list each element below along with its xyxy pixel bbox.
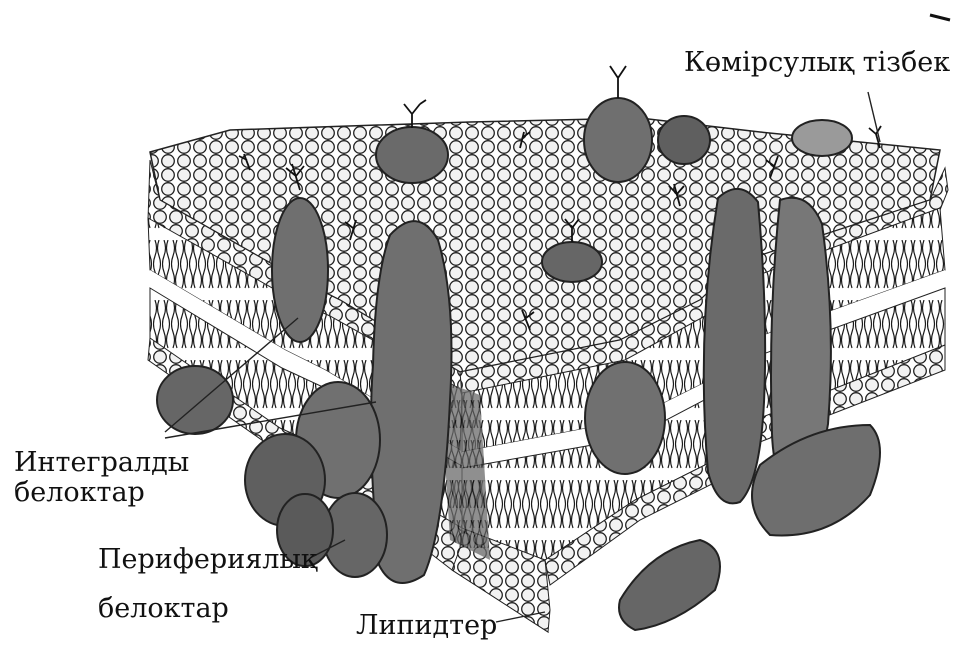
surface-protein-2: [584, 98, 652, 182]
peripheral-protein-7: [619, 540, 720, 630]
integral-protein-left: [272, 198, 328, 342]
label-peripheral-line2: белоктар: [98, 594, 229, 624]
label-carbohydrate-chain: Көмірсулық тізбек: [684, 48, 950, 78]
label-peripheral-line1: Перифериялық: [98, 545, 317, 575]
corner-mark: [930, 15, 950, 20]
surface-protein-1: [376, 127, 448, 183]
leader-carb: [868, 92, 880, 142]
surface-protein-4: [792, 120, 852, 156]
label-integral-line1: Интегралды: [14, 448, 189, 478]
peripheral-protein-6: [752, 425, 880, 536]
integral-protein-right-a: [704, 189, 765, 503]
label-lipids: Липидтер: [356, 611, 497, 641]
surface-protein-3: [658, 116, 710, 164]
integral-protein-front: [585, 362, 665, 474]
label-integral-line2: белоктар: [14, 478, 145, 508]
surface-protein-5: [542, 242, 602, 282]
peripheral-protein-1: [157, 366, 233, 434]
